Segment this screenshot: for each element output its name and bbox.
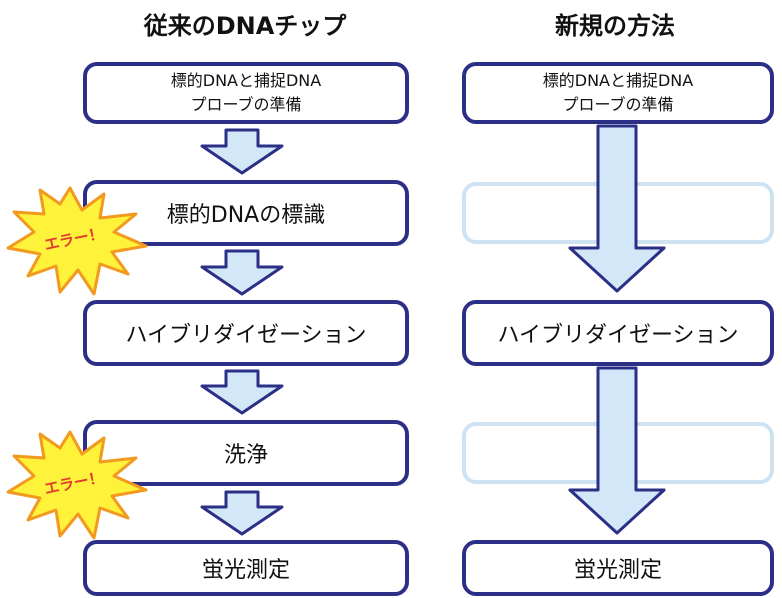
down-arrow-icon — [200, 128, 284, 175]
down-arrow-icon — [200, 249, 284, 296]
down-arrow-icon — [200, 490, 284, 536]
left-step-hybridization-label: ハイブリダイゼーション — [125, 323, 367, 348]
error-burst-2: エラー！ — [6, 430, 148, 540]
right-step-prepare-line2: プローブの準備 — [562, 95, 674, 114]
right-step-fluorescence-label: 蛍光測定 — [573, 558, 662, 583]
left-step-washing-label: 洗浄 — [223, 443, 268, 468]
right-step-fluorescence: 蛍光測定 — [462, 540, 774, 596]
left-step-hybridization: ハイブリダイゼーション — [83, 300, 409, 366]
explosion-icon — [6, 186, 148, 296]
left-step-labeling-label: 標的DNAの標識 — [166, 203, 326, 228]
right-step-hybridization-label: ハイブリダイゼーション — [497, 323, 739, 348]
down-arrow-icon — [200, 369, 284, 415]
right-step-prepare-line1: 標的DNAと捕捉DNA — [542, 71, 694, 90]
left-step-fluorescence-label: 蛍光測定 — [201, 558, 290, 583]
left-step-fluorescence: 蛍光測定 — [83, 540, 409, 596]
right-step-hybridization: ハイブリダイゼーション — [462, 300, 774, 366]
right-column-title: 新規の方法 — [555, 12, 675, 40]
left-step-prepare-line1: 標的DNAと捕捉DNA — [170, 71, 322, 90]
right-step-prepare: 標的DNAと捕捉DNA プローブの準備 — [462, 62, 774, 124]
error-burst-1: エラー！ — [6, 186, 148, 296]
left-step-prepare-line2: プローブの準備 — [190, 95, 302, 114]
left-step-washing: 洗浄 — [83, 420, 409, 486]
left-step-prepare: 標的DNAと捕捉DNA プローブの準備 — [83, 62, 409, 124]
left-step-labeling: 標的DNAの標識 — [83, 180, 409, 246]
explosion-icon — [6, 430, 148, 540]
left-column-title: 従来のDNAチップ — [143, 12, 347, 40]
